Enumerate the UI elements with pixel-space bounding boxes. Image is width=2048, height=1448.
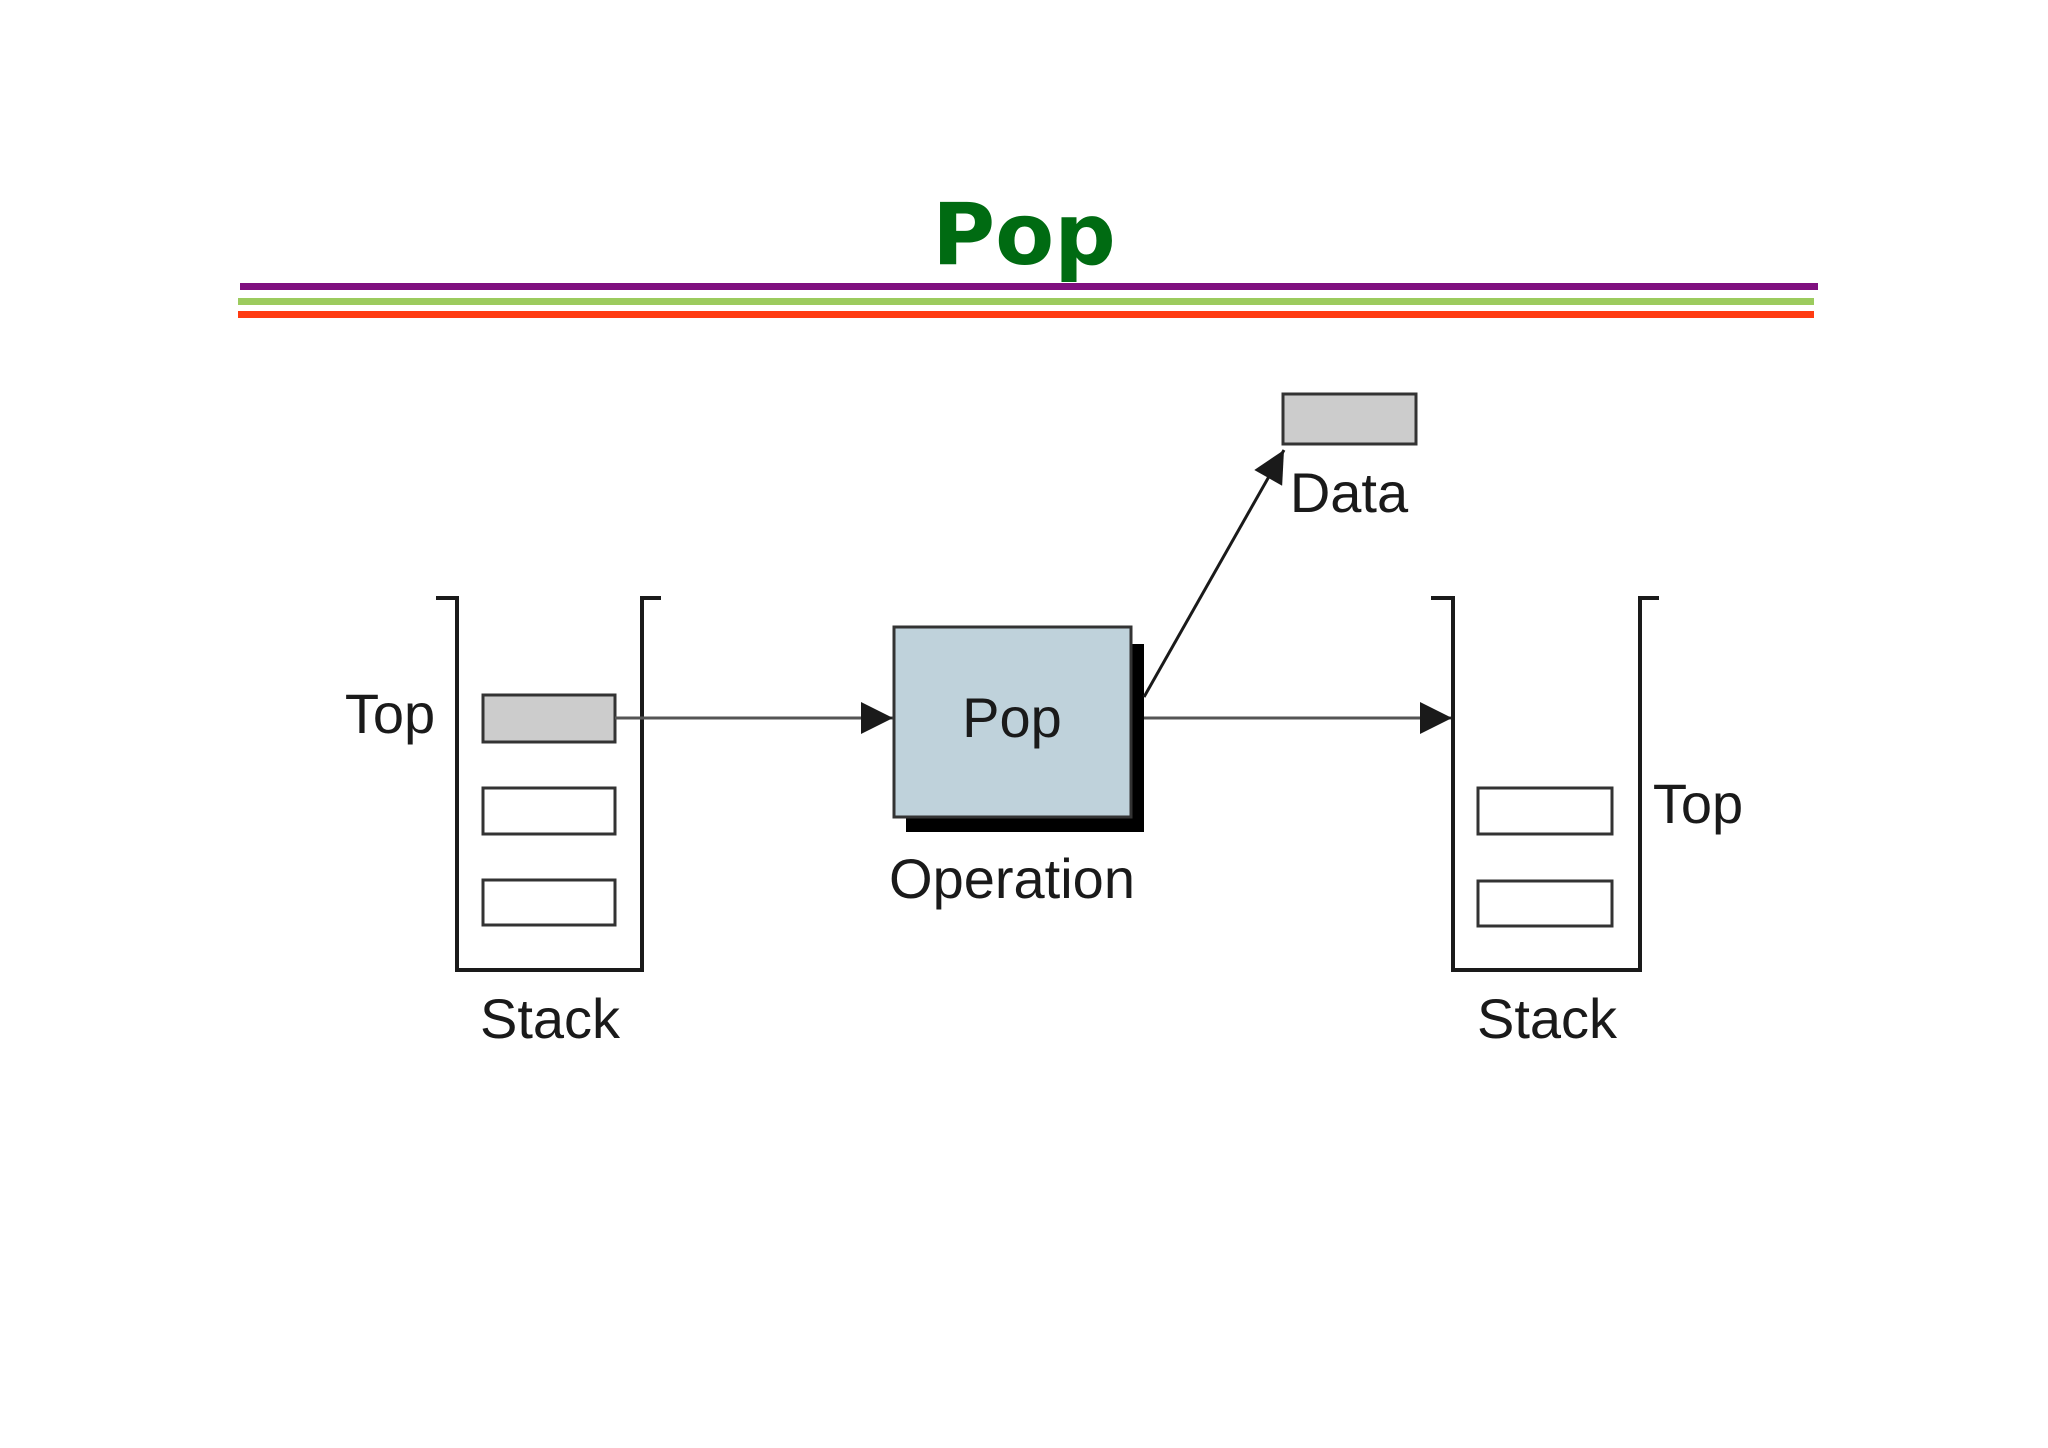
slide-title: Pop — [932, 185, 1116, 285]
title-rule-purple — [240, 283, 1818, 290]
title-rule-red — [238, 311, 1814, 318]
arrow-operation-to-data — [1142, 449, 1286, 698]
result-stack-top-label: Top — [1653, 772, 1743, 835]
operation-caption: Operation — [889, 847, 1135, 910]
source-stack-element — [481, 786, 617, 836]
source-stack-caption: Stack — [480, 987, 621, 1050]
result-stack-caption: Stack — [1477, 987, 1618, 1050]
source-stack-container — [436, 596, 661, 972]
result-stack-element — [1476, 879, 1614, 928]
result-stack-element — [1476, 786, 1614, 836]
source-stack-top-element — [481, 693, 617, 744]
operation-name: Pop — [962, 686, 1062, 749]
result-stack-container — [1431, 596, 1659, 972]
data-element — [1281, 392, 1418, 446]
title-rule-green — [238, 298, 1814, 305]
operation-box — [892, 625, 1133, 819]
data-label: Data — [1290, 461, 1409, 524]
source-stack-element — [481, 878, 617, 927]
source-stack-top-label: Top — [345, 682, 435, 745]
